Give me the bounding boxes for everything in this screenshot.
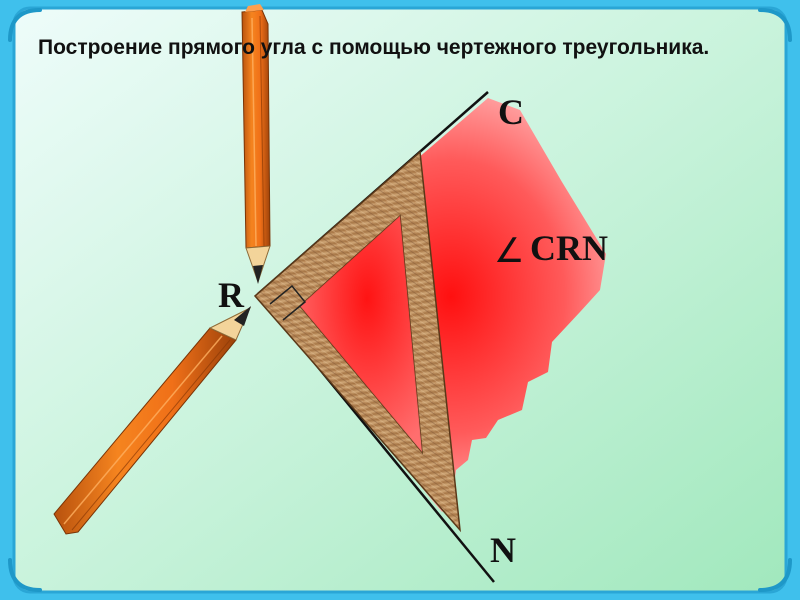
right-angle-mark <box>269 284 307 321</box>
label-point-n: N <box>490 530 516 570</box>
pencil-vertical <box>241 4 271 284</box>
label-point-c: C <box>498 92 524 132</box>
drafting-triangle-cutout <box>300 216 422 452</box>
angle-name-label: CRN <box>530 228 608 268</box>
label-point-r: R <box>218 275 245 315</box>
pencil-diagonal <box>53 306 252 535</box>
slide-title: Построение прямого угла с помощью чертеж… <box>38 36 710 59</box>
angle-symbol-icon: ∠ <box>494 231 524 271</box>
frame-corner-decorations <box>8 8 792 592</box>
